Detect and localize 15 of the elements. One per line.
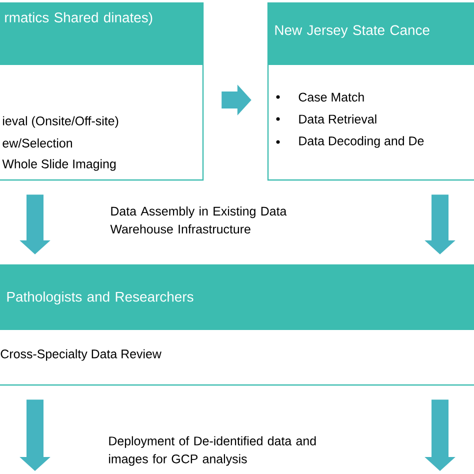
process-box xyxy=(0,264,474,386)
list-item: Cross-Specialty Data Review xyxy=(0,349,162,361)
process-box xyxy=(0,2,204,181)
list-item: Case Match xyxy=(298,92,364,102)
list-item: Whole Slide Imaging xyxy=(2,159,116,171)
box-heading: New Jersey State Cance xyxy=(275,25,430,38)
note-text: Deployment of De-identified data and images for GCP analysis xyxy=(109,436,316,466)
list-item: ew/Selection xyxy=(2,138,72,148)
list-item: ieval (Onsite/Off-site) xyxy=(3,116,118,128)
note-text: Data Assembly in Existing Data Warehouse Infrastructure xyxy=(110,206,287,234)
process-box xyxy=(267,2,474,181)
box-heading: rmatics Shared dinates) xyxy=(5,12,152,26)
box-heading: Pathologists and Researchers xyxy=(7,292,194,304)
list-item: Data Decoding and De xyxy=(299,136,424,148)
list-item: Data Retrieval xyxy=(299,114,376,124)
